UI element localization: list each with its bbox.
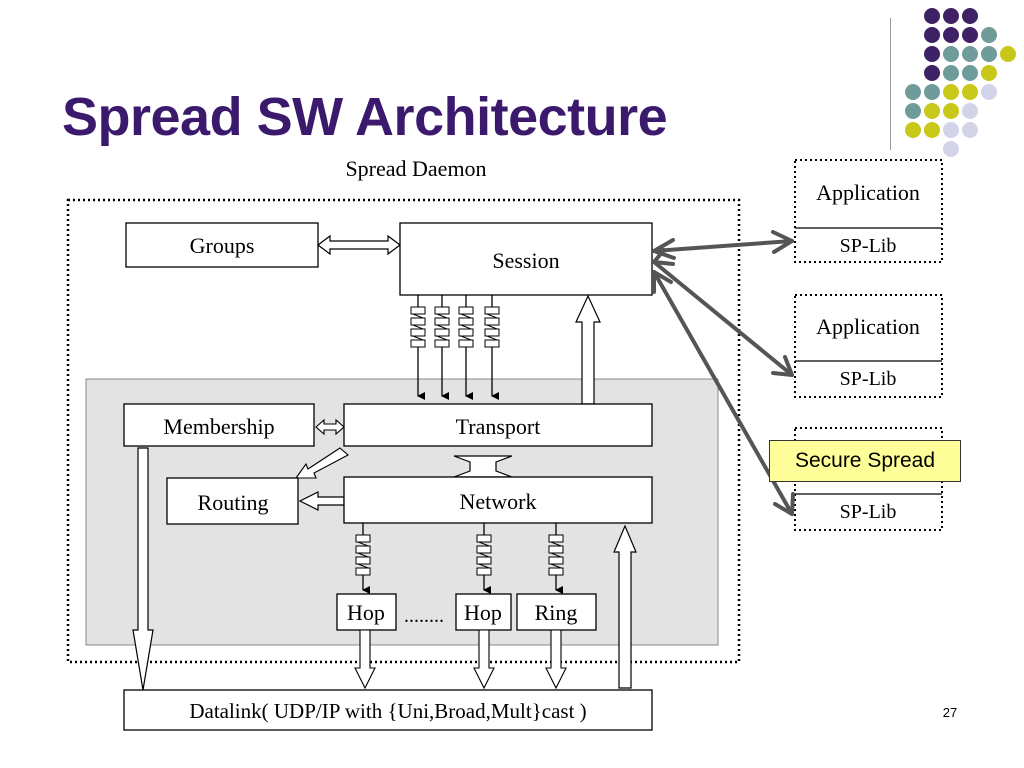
client-lib-label-1: SP-Lib xyxy=(840,235,897,257)
decorative-dot xyxy=(905,84,921,100)
decorative-dot xyxy=(943,84,959,100)
decorative-dot xyxy=(924,65,940,81)
decorative-dot xyxy=(981,84,997,100)
slide-title: Spread SW Architecture xyxy=(62,87,668,147)
network-routing-arrow xyxy=(298,491,345,511)
membership-label: Membership xyxy=(163,414,274,439)
page-number: 27 xyxy=(942,705,958,720)
routing-box xyxy=(166,477,299,525)
decorative-dot xyxy=(1000,46,1016,62)
datalink-label: Datalink( UDP/IP with {Uni,Broad,Mult}ca… xyxy=(189,699,586,723)
decorative-dot xyxy=(905,122,921,138)
decorative-dot xyxy=(943,27,959,43)
transport-session-up-arrow xyxy=(575,294,601,405)
network-box xyxy=(343,476,653,524)
hop-box-1 xyxy=(336,593,397,631)
client-box-2 xyxy=(794,294,943,398)
decorative-dot xyxy=(962,65,978,81)
decorative-dot xyxy=(981,65,997,81)
membership-datalink-arrow xyxy=(132,447,154,691)
decorative-dot xyxy=(924,8,940,24)
client-box-1 xyxy=(794,159,943,263)
decorative-dot xyxy=(943,8,959,24)
secure-spread-callout: Secure Spread xyxy=(769,440,961,482)
client-app-label-1: Application xyxy=(816,180,920,205)
client-lib-label-3: SP-Lib xyxy=(840,501,897,523)
decorative-dot xyxy=(924,84,940,100)
datalink-box xyxy=(123,689,653,731)
decorative-dot xyxy=(943,141,959,157)
decorative-dot xyxy=(962,27,978,43)
decorative-dot xyxy=(981,46,997,62)
network-hop-links xyxy=(355,523,564,594)
network-label: Network xyxy=(460,489,537,514)
decorative-dot xyxy=(962,8,978,24)
decorative-dot xyxy=(962,103,978,119)
membership-box xyxy=(123,403,315,447)
daemon-label: Spread Daemon xyxy=(345,156,486,181)
groups-label: Groups xyxy=(190,233,255,258)
session-transport-links xyxy=(410,295,500,400)
transport-box xyxy=(343,403,653,447)
decorative-dot xyxy=(924,122,940,138)
session-label: Session xyxy=(492,248,559,273)
decorative-dot xyxy=(924,27,940,43)
client-lib-label-2: SP-Lib xyxy=(840,368,897,390)
client-app-label-2: Application xyxy=(816,314,920,339)
groups-box xyxy=(125,222,319,268)
decorative-dot xyxy=(905,103,921,119)
hop-label-1: Hop xyxy=(347,600,385,625)
decorative-dot xyxy=(924,103,940,119)
decorative-dot xyxy=(924,46,940,62)
routing-label: Routing xyxy=(198,490,269,515)
decorative-dot xyxy=(981,27,997,43)
transport-routing-arrow xyxy=(294,447,349,479)
decorative-dot xyxy=(962,46,978,62)
ring-label: Ring xyxy=(535,600,578,625)
decorative-dot xyxy=(943,103,959,119)
decorative-dot xyxy=(962,122,978,138)
session-box xyxy=(399,222,653,296)
daemon-boundary xyxy=(66,198,741,664)
hop1-datalink-arrow xyxy=(354,629,376,690)
divider-line xyxy=(890,18,891,150)
ring-box xyxy=(516,593,597,631)
hop-ellipsis: ........ xyxy=(404,605,444,627)
hop-label-2: Hop xyxy=(464,600,502,625)
decorative-dot xyxy=(943,122,959,138)
decorative-dot xyxy=(943,46,959,62)
decorative-dot xyxy=(943,65,959,81)
groups-session-arrow xyxy=(317,234,401,256)
hop2-datalink-arrow xyxy=(473,629,495,690)
ring-datalink-arrow xyxy=(545,629,567,690)
datalink-network-up-arrow xyxy=(613,524,637,689)
decorative-dot xyxy=(962,84,978,100)
hop-box-2 xyxy=(455,593,512,631)
transport-label: Transport xyxy=(456,414,541,439)
